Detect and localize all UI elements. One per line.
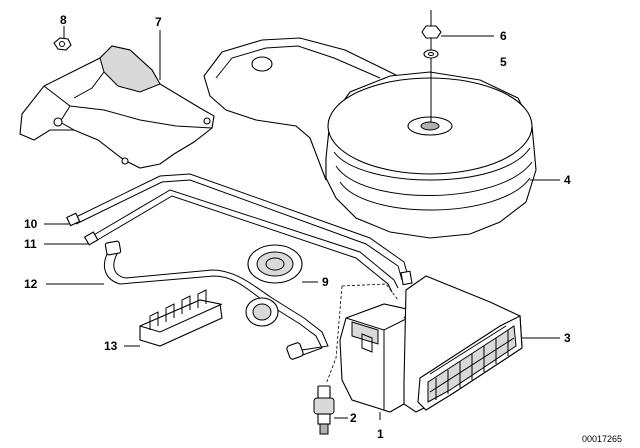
washer-part-5[interactable]	[423, 49, 439, 59]
grommet-part-9[interactable]	[247, 244, 303, 284]
document-id: 00017265	[582, 434, 622, 444]
callout-8: 8	[60, 13, 67, 27]
callout-3: 3	[564, 331, 571, 345]
callout-9: 9	[322, 275, 329, 289]
callout-10: 10	[24, 217, 38, 231]
leader-lines	[44, 26, 560, 420]
valve-part-2[interactable]	[313, 385, 335, 435]
charcoal-canister-part-1[interactable]	[339, 303, 449, 413]
vent-line-part-11[interactable]	[83, 189, 399, 293]
callout-1: 1	[377, 427, 384, 441]
callout-6: 6	[500, 29, 507, 43]
assembly-line	[341, 283, 399, 301]
clip-holder-part-13[interactable]	[139, 289, 223, 347]
callout-4: 4	[564, 173, 571, 187]
air-filter-housing-part[interactable]	[203, 37, 537, 239]
callout-2: 2	[350, 411, 357, 425]
callout-7: 7	[155, 15, 162, 29]
hose-grommet	[245, 297, 279, 327]
callout-11: 11	[24, 237, 37, 251]
callout-13: 13	[104, 339, 118, 353]
assembly-line	[325, 285, 343, 385]
vent-line-part-10[interactable]	[66, 173, 413, 286]
nut-part-8[interactable]	[53, 37, 72, 51]
callout-12: 12	[24, 277, 38, 291]
heat-shield-part[interactable]	[19, 45, 215, 169]
nut-part-6[interactable]	[421, 10, 442, 39]
callout-5: 5	[500, 55, 507, 69]
canister-filter-part-3[interactable]	[403, 275, 523, 413]
